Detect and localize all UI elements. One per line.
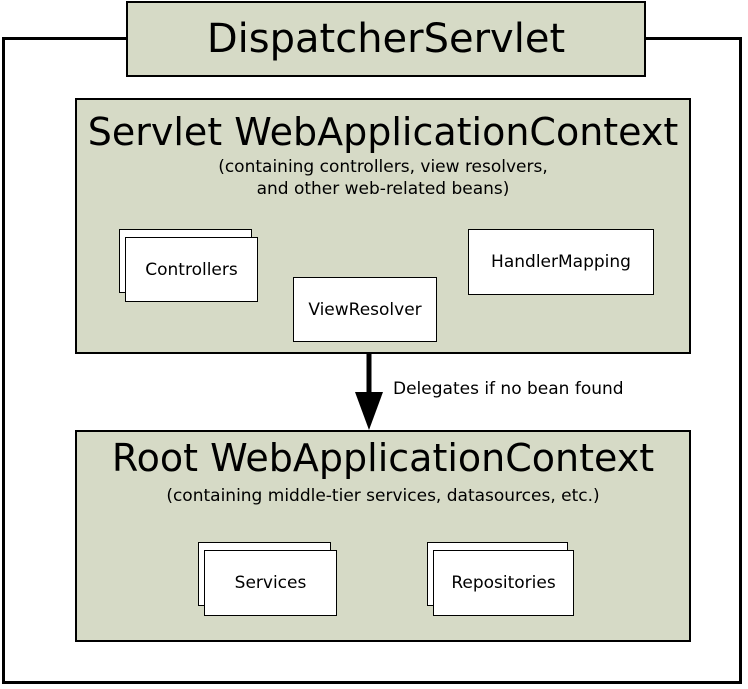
handler-mapping-bean: HandlerMapping — [468, 229, 654, 295]
delegation-label: Delegates if no bean found — [393, 379, 624, 399]
controllers-bean: Controllers — [125, 237, 258, 302]
root-context-box: Root WebApplicationContext (containing m… — [75, 430, 691, 642]
servlet-context-box: Servlet WebApplicationContext (containin… — [75, 98, 691, 354]
repositories-bean: Repositories — [433, 550, 574, 616]
servlet-context-subtitle: (containing controllers, view resolvers,… — [218, 157, 548, 199]
repositories-label: Repositories — [451, 573, 556, 593]
view-resolver-label: ViewResolver — [308, 299, 422, 320]
delegation-arrow — [355, 352, 383, 430]
dispatcher-servlet-title: DispatcherServlet — [206, 16, 566, 62]
root-context-subtitle: (containing middle-tier services, dataso… — [166, 486, 600, 506]
services-bean: Services — [204, 550, 337, 616]
view-resolver-bean: ViewResolver — [293, 277, 437, 342]
arrow-head — [355, 392, 383, 430]
handler-mapping-label: HandlerMapping — [491, 252, 631, 272]
root-context-title: Root WebApplicationContext — [111, 436, 655, 480]
services-label: Services — [234, 573, 307, 593]
controllers-label: Controllers — [145, 259, 238, 280]
dispatcher-servlet-box: DispatcherServlet — [126, 1, 646, 77]
servlet-context-title: Servlet WebApplicationContext — [87, 110, 679, 154]
